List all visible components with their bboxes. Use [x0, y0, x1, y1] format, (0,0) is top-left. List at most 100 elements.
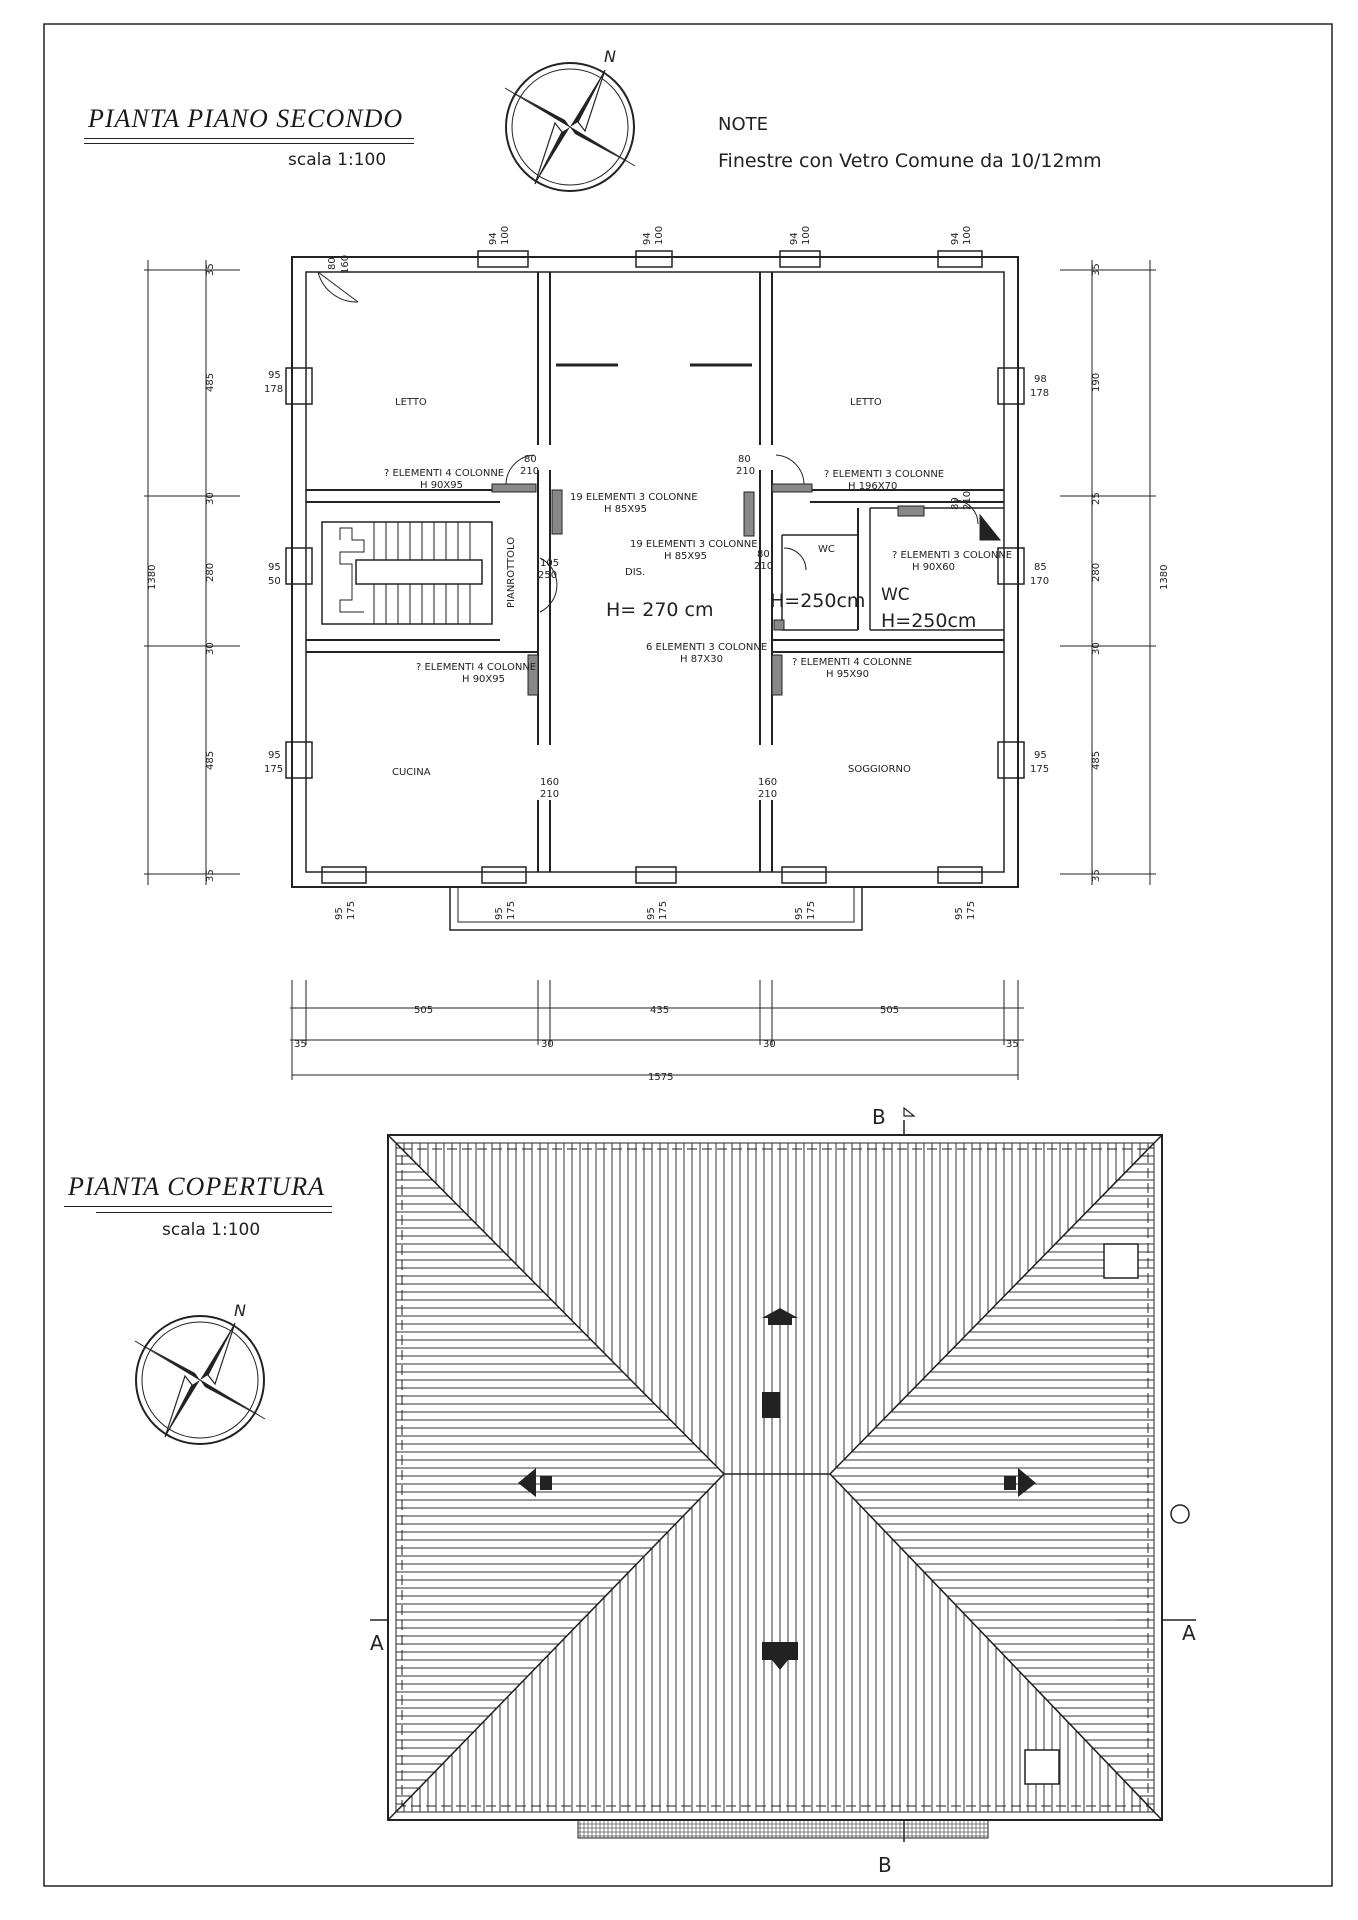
north-compass-roof: N [134, 1301, 266, 1445]
outer-wall-inner [305, 271, 1005, 873]
window-label: 94 [789, 232, 800, 245]
radiator-1a: ? ELEMENTI 4 COLONNE [384, 468, 504, 479]
roof-title-underline [64, 1206, 332, 1207]
dim-v: 25 [1091, 492, 1102, 505]
room-cucina: CUCINA [392, 767, 431, 778]
north-label-roof: N [234, 1301, 246, 1320]
north-label-plan: N [604, 47, 616, 66]
door-label: 210 [520, 466, 539, 477]
room-letto-left: LETTO [395, 397, 427, 408]
section-b-bottom: B [878, 1853, 892, 1877]
height-wc-1: H=250cm [770, 590, 865, 612]
radiator-2b: H 85X95 [604, 504, 647, 515]
dim-h: 505 [880, 1005, 899, 1016]
north-compass-plan: N [504, 47, 636, 192]
outer-wall [291, 256, 1019, 888]
window-label: 98 [1034, 374, 1047, 385]
radiator-2a: 19 ELEMENTI 3 COLONNE [570, 492, 698, 503]
radiator-1b: H 90X95 [420, 480, 463, 491]
dim-v: 30 [205, 642, 216, 655]
section-a-right: A [1182, 1621, 1196, 1645]
plan-title-underline-2 [84, 143, 414, 144]
door-label: 160 [540, 777, 559, 788]
dim-h: 30 [763, 1039, 776, 1050]
window-label: 94 [488, 232, 499, 245]
radiator-8a: ? ELEMENTI 4 COLONNE [792, 657, 912, 668]
note-text: Finestre con Vetro Comune da 10/12mm [718, 150, 1102, 172]
dim-v: 35 [1091, 869, 1102, 882]
height-wc-2: H=250cm [881, 610, 976, 632]
dim-v: 35 [205, 263, 216, 276]
window-label: 100 [500, 226, 511, 245]
room-letto-right: LETTO [850, 397, 882, 408]
window-label: 95 [1034, 750, 1047, 761]
window-label: 175 [264, 764, 283, 775]
radiator-5a: ? ELEMENTI 3 COLONNE [892, 550, 1012, 561]
room-wc-2: WC [881, 585, 910, 605]
dim-v: 35 [205, 869, 216, 882]
room-dis: DIS. [625, 567, 645, 578]
dim-v: 30 [205, 492, 216, 505]
door-label: 210 [540, 789, 559, 800]
radiator-4b: H 196X70 [848, 481, 897, 492]
stairs [321, 521, 493, 625]
roof-scale: scala 1:100 [162, 1220, 261, 1240]
window-label: 85 [1034, 562, 1047, 573]
door-label: 250 [538, 570, 557, 581]
dim-h: 35 [294, 1039, 307, 1050]
window-label: 95 [268, 562, 281, 573]
dim-h: 30 [541, 1039, 554, 1050]
window-label: 95 [954, 907, 965, 920]
roof-title-underline-2 [96, 1212, 332, 1213]
door-label: 105 [540, 558, 559, 569]
dim-v: 280 [205, 563, 216, 582]
dim-v: 190 [1091, 373, 1102, 392]
door-label: 80 [524, 454, 537, 465]
window-label: 94 [642, 232, 653, 245]
dim-h: 505 [414, 1005, 433, 1016]
door-label: 160 [340, 255, 351, 274]
dim-v: 485 [205, 751, 216, 770]
window-label: 95 [268, 750, 281, 761]
door-label: 80 [757, 549, 770, 560]
door-label: 160 [758, 777, 777, 788]
radiator-3b: H 85X95 [664, 551, 707, 562]
section-a-left: A [370, 1631, 384, 1655]
door-label: 80 [738, 454, 751, 465]
roof-section-labels: B B A A [370, 1105, 1196, 1877]
window-label: 95 [494, 907, 505, 920]
window-label: 100 [801, 226, 812, 245]
dim-h: 435 [650, 1005, 669, 1016]
sheet-border [43, 23, 1333, 1887]
door-label: 210 [962, 491, 973, 510]
plan-labels: LETTO LETTO WC DIS. PIANROTTOLO CUCINA S… [147, 226, 1170, 1083]
dim-v-total: 1380 [147, 565, 158, 590]
note-title: NOTE [718, 114, 769, 135]
dim-v: 485 [205, 373, 216, 392]
radiator-4a: ? ELEMENTI 3 COLONNE [824, 469, 944, 480]
roof-plan [370, 1106, 1196, 1842]
window-label: 175 [1030, 764, 1049, 775]
window-label: 100 [962, 226, 973, 245]
window-label: 95 [334, 907, 345, 920]
radiator-6b: H 90X95 [462, 674, 505, 685]
window-label: 175 [966, 901, 977, 920]
section-b-top: B [872, 1105, 886, 1129]
window-label: 94 [950, 232, 961, 245]
dim-v: 485 [1091, 751, 1102, 770]
window-label: 178 [1030, 388, 1049, 399]
plan-title: PIANTA PIANO SECONDO [88, 104, 404, 133]
roof-title: PIANTA COPERTURA [68, 1172, 325, 1201]
plan-title-underline [84, 138, 414, 139]
radiator-3a: 19 ELEMENTI 3 COLONNE [630, 539, 758, 550]
radiator-7a: 6 ELEMENTI 3 COLONNE [646, 642, 767, 653]
plan-scale: scala 1:100 [288, 150, 387, 170]
room-pianerottolo: PIANROTTOLO [506, 537, 517, 608]
dim-h-total: 1575 [648, 1072, 673, 1083]
height-main: H= 270 cm [606, 599, 714, 621]
window-label: 175 [658, 901, 669, 920]
window-label: 95 [794, 907, 805, 920]
dim-v-total: 1380 [1159, 565, 1170, 590]
window-label: 95 [646, 907, 657, 920]
